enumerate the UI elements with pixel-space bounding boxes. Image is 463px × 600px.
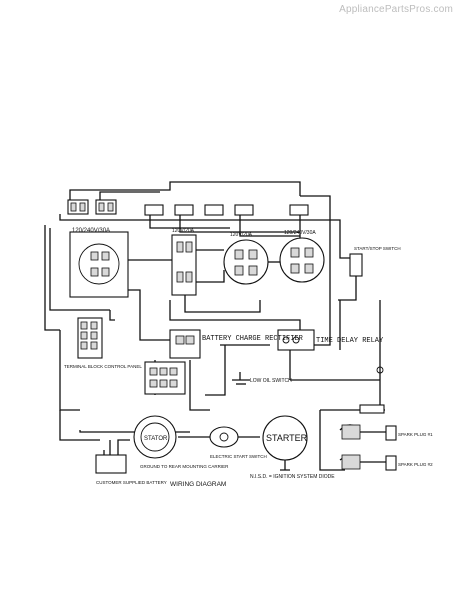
label-recept-left: 120/240V/30A xyxy=(72,228,110,234)
watermark: AppliancePartsPros.com xyxy=(339,4,453,15)
diagram-title: WIRING DIAGRAM xyxy=(170,481,226,488)
label-recept-mid-b: 120V/20A xyxy=(230,232,253,238)
receptacle-mid-a xyxy=(171,234,197,296)
time-delay-relay xyxy=(277,329,315,351)
label-recept-mid-a: 120V/20A xyxy=(172,228,195,234)
starter-motor xyxy=(262,415,308,471)
label-spark-plug-1: SPARK PLUG #1 xyxy=(398,432,433,437)
label-spark-plug-2: SPARK PLUG #2 xyxy=(398,462,433,467)
circuit-breaker-block-left xyxy=(67,199,117,215)
label-ground-note: GROUND TO REAR MOUNTING CARRIER xyxy=(140,464,229,469)
footnote: N.I.S.D. = IGNITION SYSTEM DIODE xyxy=(250,474,335,480)
electric-start-switch xyxy=(178,426,260,448)
label-terminal-block: TERMINAL BLOCK CONTROL PANEL xyxy=(64,364,142,369)
receptacle-mid-b xyxy=(223,239,269,285)
label-low-oil: LOW OIL SWITCH xyxy=(250,378,292,384)
label-recept-right: 120/240V/30A xyxy=(284,230,316,236)
stator-assembly xyxy=(133,361,186,459)
receptacle-left xyxy=(69,231,129,298)
low-oil-switch xyxy=(232,379,250,385)
mid-harness xyxy=(59,249,380,455)
label-battery-rectifier: BATTERY CHARGE RECTIFIER xyxy=(202,335,304,343)
label-starter: STARTER xyxy=(266,433,308,443)
label-electric-start: ELECTRIC START SWITCH xyxy=(210,454,267,459)
circuit-breaker-block-top xyxy=(144,204,309,216)
start-stop-switch xyxy=(338,235,363,301)
label-stator: STATOR xyxy=(144,436,168,442)
ignition-system xyxy=(319,300,397,471)
label-customer-battery: CUSTOMER SUPPLIED BATTERY xyxy=(96,480,167,485)
receptacle-right xyxy=(279,237,325,283)
label-time-delay-relay: TIME DELAY RELAY xyxy=(316,337,384,345)
terminal-block xyxy=(77,317,103,359)
customer-battery xyxy=(95,439,130,474)
label-start-stop: START/STOP SWITCH xyxy=(354,246,401,251)
battery-charge-rectifier xyxy=(169,329,201,359)
